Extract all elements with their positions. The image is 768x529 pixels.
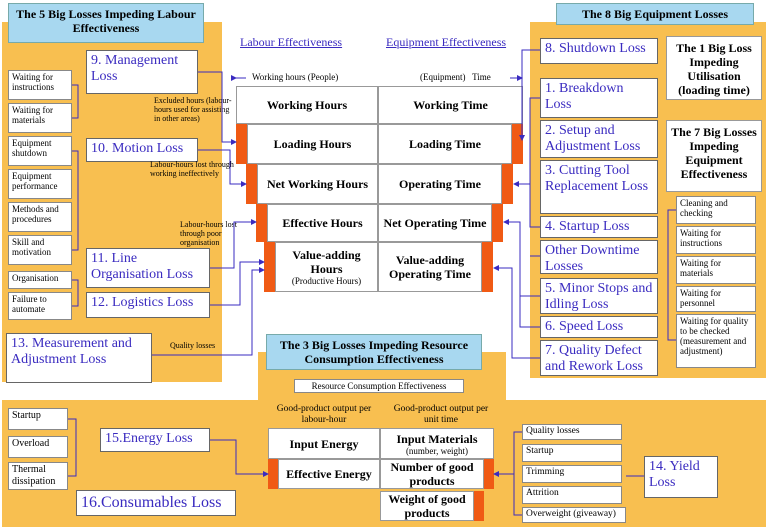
effective-energy: Effective Energy [278, 459, 380, 489]
connector-energy-loss [210, 439, 269, 477]
working-time: Working Time [378, 86, 523, 124]
input-materials: Input Materials(number, weight) [380, 428, 494, 459]
weight-good-products: Weight of good products [380, 491, 474, 521]
connector-shutdown [519, 49, 540, 141]
labour-item-methods: Methods and procedures [8, 202, 72, 232]
equip-item-waiting-materials: Waiting for materials [676, 256, 756, 284]
labour-item-failure-automate: Failure to automate [8, 292, 72, 320]
value-adding-hours: Value-adding Hours(Productive Hours) [275, 242, 378, 292]
value-adding-operating-time: Value-adding Operating Time [378, 242, 482, 292]
connector-energy-items [68, 418, 77, 477]
labour-item-waiting-instructions: Waiting for instructions [8, 70, 72, 100]
quality-defect-loss: 7. Quality Defect and Rework Loss [540, 340, 658, 376]
axis-equipment-time: (Equipment) Time [420, 72, 491, 82]
energy-item-thermal: Thermal dissipation [8, 462, 68, 490]
connector-quality-defect [493, 265, 540, 359]
management-loss: 9. Management Loss [86, 50, 198, 94]
equipment-effectiveness-title: Equipment Effectiveness [386, 35, 507, 49]
resource-panel-title: The 3 Big Losses Impeding Resource Consu… [266, 334, 482, 370]
connector-measurement [152, 267, 265, 356]
operating-time: Operating Time [378, 164, 502, 204]
col-left-label: Good-product output per labour-hour [276, 404, 372, 425]
effective-marker-right [492, 204, 503, 242]
net-working-marker-right [502, 164, 513, 204]
connector-line-org [210, 219, 257, 269]
connector-startup [529, 184, 540, 228]
equip-item-waiting-quality: Waiting for quality to be checked (measu… [676, 314, 756, 368]
yield-loss: 14. Yield Loss [644, 456, 718, 498]
connector-speed [519, 296, 540, 328]
effective-marker-left [256, 204, 267, 242]
note-ineffective: Labour-hours lost through working ineffe… [150, 160, 234, 178]
input-energy: Input Energy [268, 428, 380, 459]
axis-working-hours: Working hours (People) [252, 72, 339, 82]
equipment-effectiveness-title-box: The 7 Big Losses Impeding Equipment Effe… [666, 120, 762, 192]
energy-item-overload: Overload [8, 436, 68, 458]
labour-effectiveness-title: Labour Effectiveness [240, 35, 343, 49]
note-quality: Quality losses [170, 341, 216, 350]
connector-group-1 [72, 84, 79, 119]
setup-adjustment-loss: 2. Setup and Adjustment Loss [540, 120, 658, 158]
value-adding-marker-right [482, 242, 493, 292]
note-excluded-hours: Excluded hours (labour-hours used for as… [154, 96, 232, 123]
connector-equip-items [667, 209, 676, 341]
labour-item-equipment-performance: Equipment performance [8, 169, 72, 199]
line-organisation-loss: 11. Line Organisation Loss [86, 248, 210, 288]
yield-item-trimming: Trimming [522, 465, 622, 483]
col-right-label: Good-product output per unit time [393, 404, 489, 425]
connector-minor-stops [503, 219, 540, 297]
working-hours: Working Hours [236, 86, 378, 124]
net-working-hours: Net Working Hours [257, 164, 378, 204]
measurement-loss: 13. Measurement and Adjustment Loss [6, 333, 152, 383]
loading-time: Loading Time [378, 124, 512, 164]
effective-energy-marker [268, 459, 278, 489]
labour-item-equipment-shutdown: Equipment shutdown [8, 136, 72, 166]
labour-item-organisation: Organisation [8, 271, 72, 289]
good-products-marker [484, 459, 494, 489]
utilisation-title: The 1 Big Loss Impeding Utilisation (loa… [666, 36, 762, 100]
energy-item-startup: Startup [8, 408, 68, 430]
equip-item-waiting-instructions: Waiting for instructions [676, 226, 756, 254]
equipment-panel-title: The 8 Big Equipment Losses [556, 3, 754, 25]
resource-subtitle: Resource Consumption Effectiveness [294, 379, 464, 393]
connector-management [198, 71, 237, 145]
yield-item-overweight: Overweight (giveaway) [522, 507, 626, 523]
startup-loss: 4. Startup Loss [540, 216, 658, 238]
yield-item-attrition: Attrition [522, 486, 622, 504]
yield-item-startup: Startup [522, 444, 622, 462]
shutdown-loss: 8. Shutdown Loss [540, 38, 658, 64]
connector-motion [198, 149, 247, 187]
consumables-loss: 16.Consumables Loss [76, 490, 236, 516]
logistics-loss: 12. Logistics Loss [86, 292, 210, 318]
labour-panel-title: The 5 Big Losses Impeding Labour Effecti… [8, 3, 204, 43]
motion-loss: 10. Motion Loss [86, 138, 198, 162]
note-poor-org: Labour-hours lost through poor organisat… [180, 220, 237, 247]
connector-breakdown [513, 97, 540, 187]
equip-item-waiting-personnel: Waiting for personnel [676, 286, 756, 312]
connector-group-2 [72, 150, 79, 251]
weight-marker [474, 491, 484, 521]
other-downtime-losses: Other Downtime Losses [540, 240, 658, 274]
yield-item-quality: Quality losses [522, 424, 622, 440]
minor-stops-loss: 5. Minor Stops and Idling Loss [540, 278, 658, 314]
effective-hours: Effective Hours [267, 204, 378, 242]
value-adding-marker-left [264, 242, 275, 292]
connector-yield-items [513, 431, 522, 516]
net-operating-time: Net Operating Time [378, 204, 492, 242]
number-good-products: Number of good products [380, 459, 484, 489]
speed-loss: 6. Speed Loss [540, 316, 658, 338]
connector-logistics [210, 259, 265, 306]
loading-marker-right [512, 124, 523, 164]
labour-item-waiting-materials: Waiting for materials [8, 103, 72, 133]
labour-item-skill: Skill and motivation [8, 235, 72, 265]
energy-loss: 15.Energy Loss [100, 428, 210, 452]
loading-hours: Loading Hours [247, 124, 378, 164]
cutting-tool-loss: 3. Cutting Tool Replacement Loss [540, 160, 658, 214]
equip-item-cleaning: Cleaning and checking [676, 196, 756, 224]
connector-group-3 [72, 279, 79, 307]
net-working-marker-left [246, 164, 257, 204]
loading-marker-left [236, 124, 247, 164]
breakdown-loss: 1. Breakdown Loss [540, 78, 658, 118]
